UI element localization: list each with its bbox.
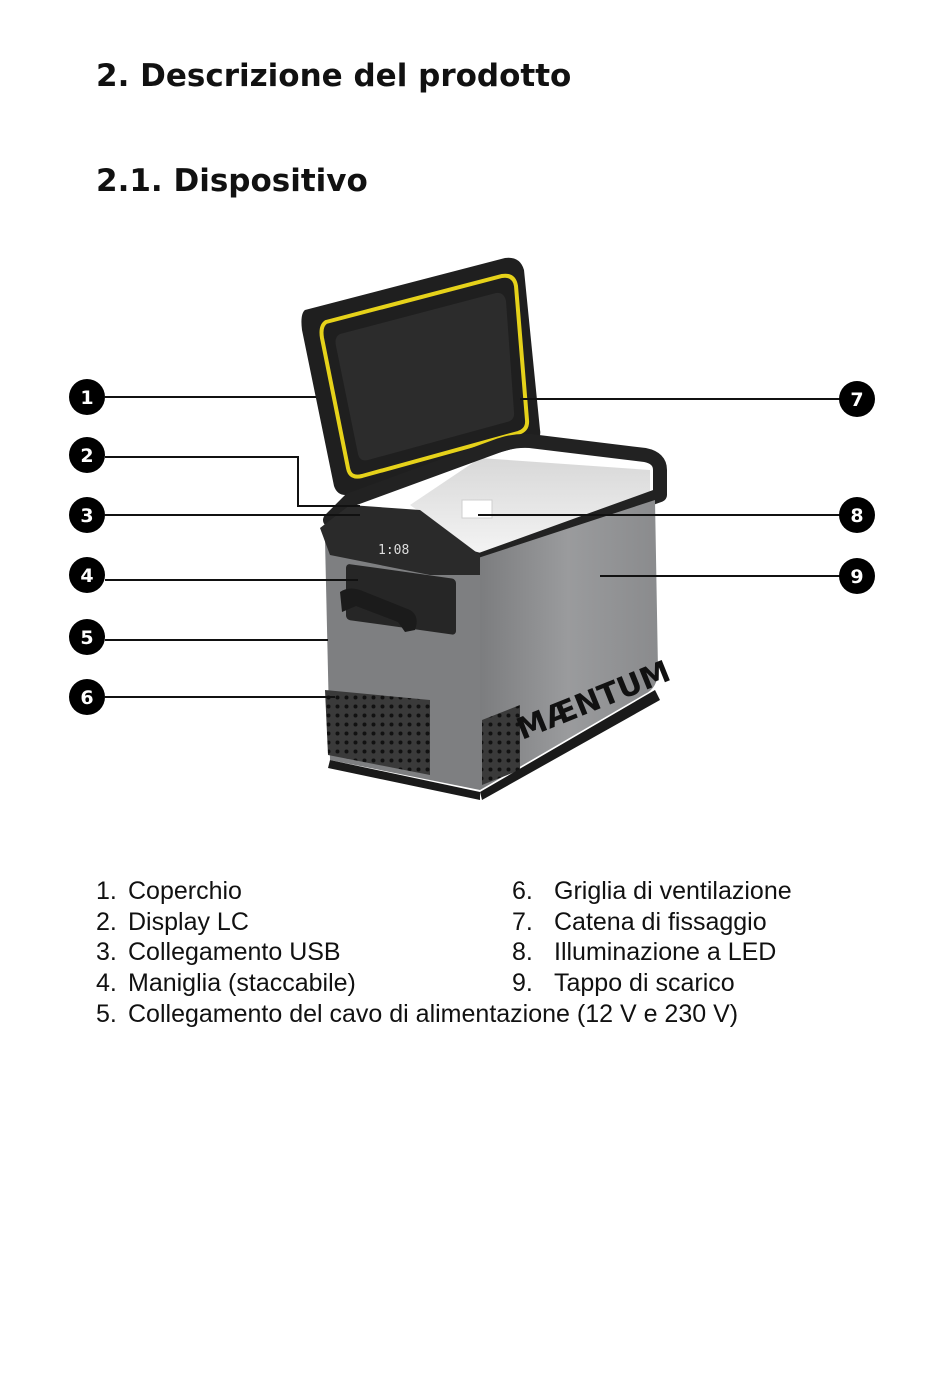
- legend-left-column: 1.Coperchio 2.Display LC 3.Collegamento …: [96, 876, 356, 999]
- svg-text:1: 1: [80, 387, 93, 409]
- legend-item-full: 5.Collegamento del cavo di alimentazione…: [96, 999, 738, 1030]
- callout-8: 8: [839, 497, 875, 533]
- legend-item: 2.Display LC: [96, 907, 356, 938]
- section-heading: 2. Descrizione del prodotto: [96, 58, 571, 94]
- callout-2: 2: [69, 437, 105, 473]
- callout-6: 6: [69, 679, 105, 715]
- svg-text:7: 7: [850, 389, 863, 411]
- svg-text:4: 4: [80, 565, 93, 587]
- callout-9: 9: [839, 558, 875, 594]
- svg-text:9: 9: [850, 566, 863, 588]
- legend-right-column: 6.Griglia di ventilazione 7.Catena di fi…: [512, 876, 792, 999]
- legend-item: 9.Tappo di scarico: [512, 968, 792, 999]
- legend-item: 8.Illuminazione a LED: [512, 937, 792, 968]
- svg-text:3: 3: [80, 505, 93, 527]
- legend-item: 3.Collegamento USB: [96, 937, 356, 968]
- display-readout: 1:08: [378, 543, 409, 558]
- svg-text:5: 5: [80, 627, 93, 649]
- callout-4: 4: [69, 557, 105, 593]
- callout-3: 3: [69, 497, 105, 533]
- legend-item: 7.Catena di fissaggio: [512, 907, 792, 938]
- cooler-lid: [301, 258, 540, 495]
- subsection-heading: 2.1. Dispositivo: [96, 163, 368, 199]
- legend-item: 4.Maniglia (staccabile): [96, 968, 356, 999]
- svg-text:2: 2: [80, 445, 93, 467]
- svg-text:6: 6: [80, 687, 93, 709]
- callout-5: 5: [69, 619, 105, 655]
- legend-item: 6.Griglia di ventilazione: [512, 876, 792, 907]
- product-illustration: 1:08 MÆNTUM 1 2 3 4 5 6 7 8 9: [0, 240, 950, 830]
- svg-text:8: 8: [850, 505, 863, 527]
- callout-7: 7: [839, 381, 875, 417]
- legend-item: 1.Coperchio: [96, 876, 356, 907]
- callout-1: 1: [69, 379, 105, 415]
